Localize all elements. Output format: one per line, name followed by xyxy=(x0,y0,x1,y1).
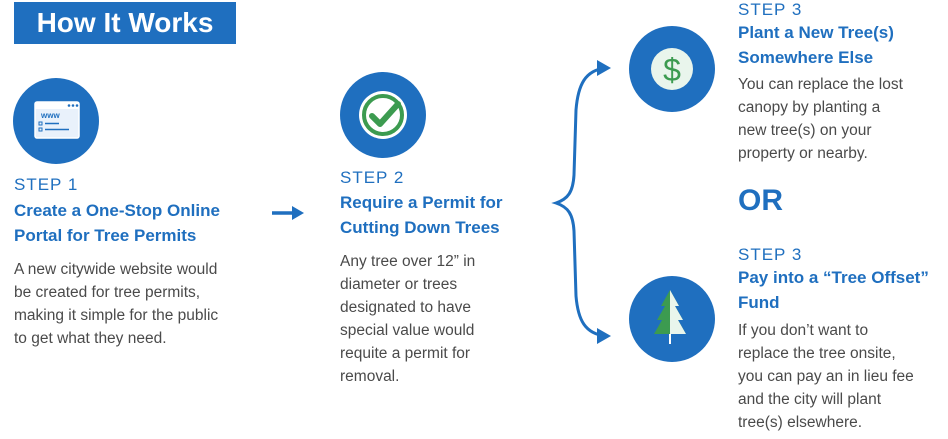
dollar-coin-icon: $ xyxy=(651,48,693,90)
step2-desc-line: designated to have xyxy=(340,299,471,316)
step1-desc-line: be created for tree permits, xyxy=(14,284,201,301)
arrowhead-up-icon xyxy=(597,60,611,76)
dollar-icon-circle: $ xyxy=(629,26,715,112)
step2-desc-line: removal. xyxy=(340,368,400,385)
step2-label: STEP 2 xyxy=(340,168,405,187)
tree-icon-circle xyxy=(629,276,715,362)
step2-desc-line: diameter or trees xyxy=(340,276,458,293)
dollar-sign: $ xyxy=(663,52,681,88)
step1-title-line1: Create a One-Stop Online xyxy=(14,201,220,220)
step3a-description: You can replace the lost canopy by plant… xyxy=(738,73,938,165)
step2-description: Any tree over 12” in diameter or trees d… xyxy=(340,250,540,388)
step3a-title-line1: Plant a New Tree(s) xyxy=(738,23,894,42)
step3b-desc-line: you can pay an in lieu fee xyxy=(738,368,914,385)
step3b-desc-line: replace the tree onsite, xyxy=(738,345,896,362)
right-arrow-icon xyxy=(272,206,304,220)
how-it-works-banner: How It Works xyxy=(14,2,236,44)
step3a-desc-line: You can replace the lost xyxy=(738,76,903,93)
website-icon-circle: www xyxy=(13,78,99,164)
step3a-title: Plant a New Tree(s) Somewhere Else xyxy=(738,20,938,70)
branch-brace xyxy=(551,60,611,344)
step3a-desc-line: canopy by planting a xyxy=(738,99,881,116)
www-text: www xyxy=(40,111,60,120)
step3a-title-line2: Somewhere Else xyxy=(738,48,874,67)
or-divider: OR xyxy=(738,184,783,217)
checkmark-icon xyxy=(359,91,407,139)
step3b-desc-line: If you don’t want to xyxy=(738,322,869,339)
step3b-description: If you don’t want to replace the tree on… xyxy=(738,319,943,434)
step3b-title-line2: Fund xyxy=(738,293,780,312)
step1-desc-line: A new citywide website would xyxy=(14,261,218,278)
browser-window-icon: www xyxy=(34,101,80,139)
step3b-desc-line: tree(s) elsewhere. xyxy=(738,414,863,431)
arrowhead-down-icon xyxy=(597,328,611,344)
step2-title-line1: Require a Permit for xyxy=(340,193,503,212)
step3b-title: Pay into a “Tree Offset” Fund xyxy=(738,265,943,315)
step2-desc-line: Any tree over 12” in xyxy=(340,253,476,270)
step2-desc-line: special value would xyxy=(340,322,475,339)
step1-title: Create a One-Stop Online Portal for Tree… xyxy=(14,198,254,248)
step1-desc-line: making it simple for the public xyxy=(14,307,219,324)
step1-description: A new citywide website would be created … xyxy=(14,258,264,350)
step2-desc-line: requite a permit for xyxy=(340,345,471,362)
step3b-desc-line: and the city will plant xyxy=(738,391,882,408)
step1-title-line2: Portal for Tree Permits xyxy=(14,226,197,245)
evergreen-tree-icon xyxy=(654,290,686,344)
step3a-desc-line: new tree(s) on your xyxy=(738,122,872,139)
step2-title-line2: Cutting Down Trees xyxy=(340,218,500,237)
step1-desc-line: to get what they need. xyxy=(14,330,167,347)
checkmark-icon-circle xyxy=(340,72,426,158)
step2-title: Require a Permit for Cutting Down Trees xyxy=(340,190,540,240)
step3a-desc-line: property or nearby. xyxy=(738,145,868,162)
step3a-label: STEP 3 xyxy=(738,0,803,19)
step3b-label: STEP 3 xyxy=(738,245,803,264)
step1-label: STEP 1 xyxy=(14,175,79,194)
step3b-title-line1: Pay into a “Tree Offset” xyxy=(738,268,929,287)
